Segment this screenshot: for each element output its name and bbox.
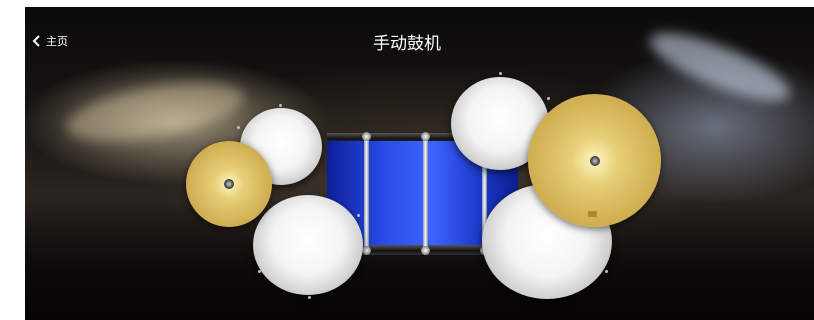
hi-hat-cymbal[interactable]	[186, 141, 272, 227]
cymbal-bell	[224, 179, 234, 189]
cymbal-bell	[589, 155, 600, 166]
cymbal-logo	[588, 211, 597, 217]
concert-background	[25, 7, 814, 320]
page-title: 手动鼓机	[373, 34, 441, 54]
drum-pin	[308, 296, 311, 299]
drum-pin	[605, 270, 608, 273]
bass-drum-lug	[421, 132, 430, 141]
back-button[interactable]: 主页	[32, 33, 68, 49]
bass-drum-lug	[362, 132, 371, 141]
drum-pin	[258, 270, 261, 273]
back-label: 主页	[46, 35, 68, 48]
crash-cymbal[interactable]	[528, 94, 661, 227]
bass-drum-tension-rod	[423, 137, 428, 251]
bass-drum-tension-rod	[482, 137, 487, 251]
floor-tom-left[interactable]	[253, 195, 363, 295]
drum-pin	[547, 97, 550, 100]
drum-pin	[279, 104, 282, 107]
bass-drum-lug	[362, 246, 371, 255]
stage-light-beam	[62, 71, 248, 153]
chevron-left-icon	[32, 35, 40, 47]
bass-drum-tension-rod	[364, 137, 369, 251]
drum-pin	[237, 126, 240, 129]
drum-pin	[499, 72, 502, 75]
bass-drum-lug	[421, 246, 430, 255]
drum-pin	[357, 214, 360, 217]
